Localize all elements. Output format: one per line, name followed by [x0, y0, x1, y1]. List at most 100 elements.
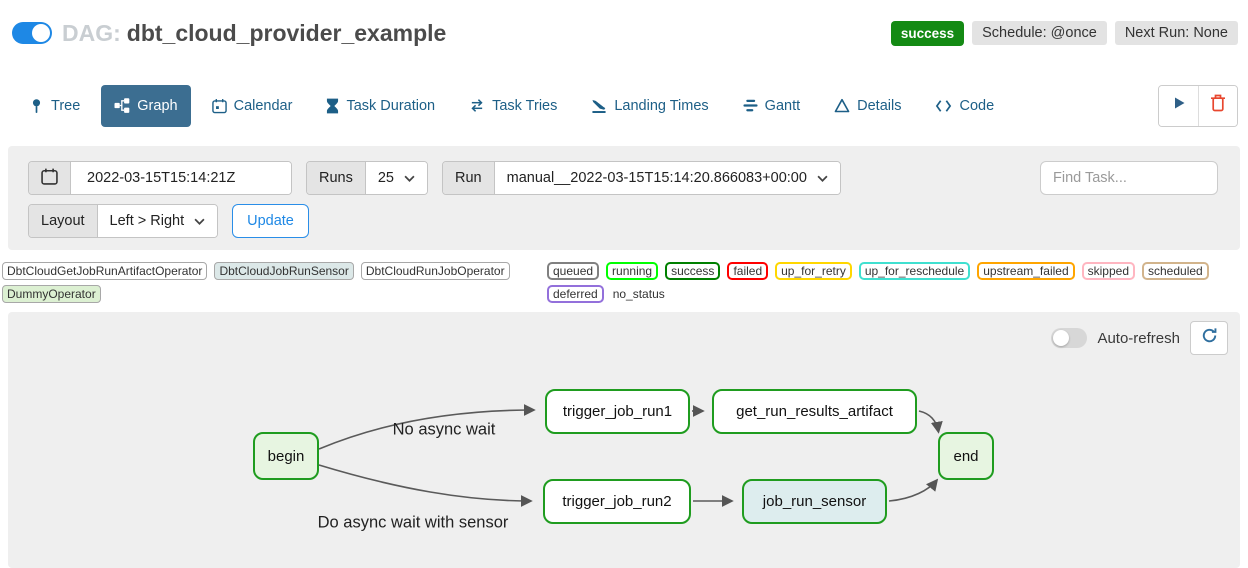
tab-code[interactable]: Code	[922, 85, 1007, 127]
graph-canvas: Auto-refresh begin trigger_job_run1 get_ru…	[8, 312, 1240, 568]
tab-label: Graph	[137, 97, 178, 114]
base-date-input[interactable]	[83, 170, 279, 186]
layout-select[interactable]: Left > Right	[97, 205, 218, 237]
chevron-down-icon	[404, 170, 415, 186]
run-value: manual__2022-03-15T15:14:20.866083+00:00	[506, 170, 807, 186]
tab-label: Calendar	[233, 97, 293, 114]
status-badge[interactable]: success	[890, 20, 965, 46]
refresh-icon	[1201, 327, 1218, 349]
dag-name: dbt_cloud_provider_example	[126, 19, 447, 46]
edge-begin-to-trigger_job_run2	[318, 464, 533, 507]
graph-node-trigger_job_run2[interactable]: trigger_job_run2	[543, 479, 691, 524]
chevron-down-icon	[817, 170, 828, 186]
header-badges: success Schedule: @once Next Run: None	[890, 20, 1238, 46]
edge-label: No async wait	[392, 420, 496, 439]
layout-group: Layout Left > Right	[28, 204, 219, 238]
legend-state-badge: upstream_failed	[977, 262, 1075, 280]
legend: DbtCloudGetJobRunArtifactOperator DbtClou…	[2, 262, 1248, 303]
run-select-group: Run manual__2022-03-15T15:14:20.866083+0…	[442, 161, 841, 195]
update-button[interactable]: Update	[232, 204, 309, 238]
filter-row-2: Layout Left > Right Update	[28, 204, 1228, 238]
auto-refresh-toggle[interactable]	[1051, 328, 1088, 348]
dag-pause-toggle[interactable]	[12, 22, 52, 44]
legend-state-badge: up_for_retry	[775, 262, 852, 280]
legend-state-badge: skipped	[1081, 262, 1135, 280]
runs-label: Runs	[307, 162, 366, 194]
graph-node-get_run_results_artifact[interactable]: get_run_results_artifact	[712, 389, 917, 434]
chevron-down-icon	[194, 213, 205, 229]
num-runs-select[interactable]: 25	[365, 162, 427, 194]
trigger-dag-button[interactable]	[1159, 85, 1198, 126]
dag-edges	[318, 404, 943, 507]
tab-label: Landing Times	[614, 97, 709, 114]
graph-node-job_run_sensor[interactable]: job_run_sensor	[742, 479, 887, 524]
legend-operator-badge: DbtCloudJobRunSensor	[214, 262, 354, 280]
auto-refresh-label: Auto-refresh	[1097, 329, 1180, 347]
edge-get_run_results_artifact-to-end	[918, 410, 943, 434]
legend-operator-badge: DbtCloudGetJobRunArtifactOperator	[2, 262, 208, 280]
tab-task-duration[interactable]: Task Duration	[313, 85, 448, 127]
layout-value: Left > Right	[109, 213, 185, 229]
graph-node-end[interactable]: end	[938, 432, 994, 480]
tab-label: Gantt	[764, 97, 801, 114]
repeat-icon	[469, 98, 485, 113]
dag-actions	[1158, 84, 1238, 127]
legend-state-badge: scheduled	[1142, 262, 1209, 280]
delete-dag-button[interactable]	[1198, 85, 1237, 126]
legend-state-badge: deferred	[547, 285, 604, 303]
code-icon	[935, 99, 952, 113]
play-icon	[1172, 96, 1186, 115]
legend-state-badge: queued	[547, 262, 600, 280]
dag-label: DAG:	[62, 19, 121, 46]
graph-node-trigger_job_run1[interactable]: trigger_job_run1	[545, 389, 690, 434]
operator-legend: DbtCloudGetJobRunArtifactOperator DbtClou…	[2, 262, 547, 303]
legend-state-badge: success	[665, 262, 721, 280]
legend-operator-badge: DbtCloudRunJobOperator	[360, 262, 510, 280]
refresh-button[interactable]	[1190, 321, 1228, 355]
num-runs-value: 25	[377, 170, 394, 186]
calendar-picker-button[interactable]	[29, 162, 71, 194]
legend-no-status: no_status	[612, 287, 665, 301]
legend-operator-badge: DummyOperator	[2, 285, 101, 303]
calendar-icon	[41, 168, 58, 189]
pin-icon	[29, 98, 44, 114]
schedule-badge[interactable]: Schedule: @once	[972, 21, 1107, 45]
landing-icon	[591, 98, 607, 113]
tab-label: Task Duration	[346, 97, 436, 114]
toggle-knob	[32, 24, 50, 42]
hourglass-icon	[326, 98, 339, 114]
legend-state-badge: failed	[727, 262, 769, 280]
edge-label: Do async wait with sensor	[317, 513, 509, 532]
details-icon	[834, 98, 850, 113]
tab-calendar[interactable]: Calendar	[199, 85, 306, 127]
tab-graph[interactable]: Graph	[101, 84, 191, 127]
num-runs-group: Runs 25	[306, 161, 428, 195]
view-tabs: Tree Graph Calendar Task Duration Task Tries…	[16, 84, 1007, 127]
tab-label: Tree	[51, 97, 81, 114]
calendar-icon	[211, 98, 227, 114]
legend-state-badge: running	[606, 262, 659, 280]
graph-icon	[114, 98, 130, 113]
legend-state-badge: up_for_reschedule	[858, 262, 971, 280]
trash-icon	[1210, 94, 1226, 117]
tab-task-tries[interactable]: Task Tries	[456, 85, 570, 127]
tab-label: Task Tries	[492, 97, 558, 114]
gantt-icon	[743, 98, 758, 113]
tab-label: Details	[857, 97, 902, 114]
edge-job_run_sensor-to-end	[888, 478, 939, 502]
auto-refresh-controls: Auto-refresh	[1051, 321, 1228, 355]
run-label: Run	[443, 162, 495, 194]
tab-landing-times[interactable]: Landing Times	[578, 85, 721, 127]
tab-details[interactable]: Details	[821, 85, 914, 127]
run-select[interactable]: manual__2022-03-15T15:14:20.866083+00:00	[494, 162, 840, 194]
tabs-row: Tree Graph Calendar Task Duration Task Tries…	[0, 84, 1248, 127]
tab-label: Code	[959, 97, 995, 114]
dag-header: DAG:dbt_cloud_provider_example success S…	[0, 0, 1248, 50]
tab-gantt[interactable]: Gantt	[730, 85, 813, 127]
tab-tree[interactable]: Tree	[16, 85, 93, 127]
filter-row-1: Runs 25 Run manual__2022-03-15T15:14:20.…	[28, 161, 1228, 195]
graph-node-begin[interactable]: begin	[253, 432, 319, 480]
filter-panel: Runs 25 Run manual__2022-03-15T15:14:20.…	[8, 146, 1240, 250]
edge-begin-to-trigger_job_run1	[318, 404, 536, 450]
find-task-input[interactable]	[1040, 161, 1218, 195]
